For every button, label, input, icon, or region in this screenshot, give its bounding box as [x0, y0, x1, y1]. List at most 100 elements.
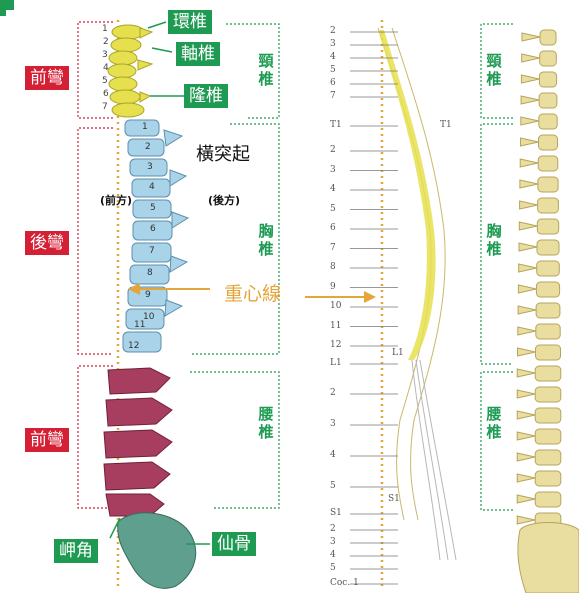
middle-s1-label: S1	[388, 494, 400, 504]
front-vertebra-process	[522, 33, 540, 41]
ruler-label: 11	[330, 321, 341, 331]
thoracic-number: 11	[134, 320, 145, 330]
front-vertebra	[535, 387, 561, 402]
region-label-thoracic-right: 胸椎	[485, 222, 503, 258]
front-vertebra	[539, 72, 556, 87]
front-vertebra-process	[518, 327, 536, 335]
curve-label-cervical: 前彎	[25, 66, 69, 90]
front-vertebra	[536, 282, 559, 297]
ruler-label: 8	[330, 262, 336, 272]
front-vertebra-process	[517, 369, 535, 377]
front-vertebra	[538, 177, 558, 192]
front-vertebra	[539, 135, 558, 150]
label-center-line: 重心線	[224, 279, 281, 306]
front-vertebra-process	[518, 285, 536, 293]
front-vertebra	[539, 93, 557, 108]
ruler-label: 5	[330, 65, 336, 75]
front-vertebra-process	[517, 390, 535, 398]
thoracic-number: 3	[147, 162, 153, 172]
ruler-label: Coc. 1	[330, 578, 359, 588]
middle-l1-label: L1	[392, 348, 404, 358]
ruler-label: T1	[330, 120, 342, 130]
front-vertebra	[535, 450, 561, 465]
front-sacrum	[518, 523, 579, 593]
front-vertebra-process	[519, 243, 537, 251]
front-vertebra	[535, 492, 561, 507]
front-vertebra	[535, 366, 561, 381]
cervical-number: 7	[102, 102, 108, 112]
front-vertebra-process	[520, 180, 538, 188]
front-vertebra-process	[520, 159, 538, 167]
region-label-lumbar-right: 腰椎	[485, 405, 503, 441]
front-vertebra-process	[521, 96, 539, 104]
ruler-label: 3	[330, 419, 336, 429]
front-vertebra	[538, 198, 559, 213]
ruler-label: 3	[330, 39, 336, 49]
ruler-label: 9	[330, 282, 336, 292]
front-vertebra-process	[518, 306, 536, 314]
cervical-number: 2	[103, 37, 109, 47]
ruler-label: 7	[330, 91, 336, 101]
thoracic-number: 2	[145, 142, 151, 152]
label-promontory: 岬角	[54, 539, 98, 563]
thoracic-number: 8	[147, 268, 153, 278]
right-spine-front-view	[517, 30, 579, 593]
front-vertebra-process	[517, 432, 535, 440]
ruler-label: 4	[330, 184, 336, 194]
thoracic-number: 12	[128, 341, 139, 351]
front-vertebra	[535, 429, 561, 444]
region-label-lumbar-left: 腰椎	[257, 405, 275, 441]
front-vertebra	[540, 51, 557, 66]
ruler-label: 7	[330, 243, 336, 253]
region-label-cervical-left: 頸椎	[257, 52, 275, 88]
ruler-label: L1	[330, 358, 342, 368]
lumbar-vertebrae	[104, 368, 172, 516]
ruler-label: 4	[330, 52, 336, 62]
thoracic-number: 9	[145, 290, 151, 300]
middle-t1-right-label: T1	[440, 120, 452, 130]
front-vertebra-process	[520, 201, 538, 209]
front-vertebra-process	[518, 348, 536, 356]
cervical-number: 3	[102, 50, 108, 60]
middle-nerve-tail	[412, 360, 456, 560]
thoracic-vertebrae	[123, 120, 188, 352]
front-vertebra-process	[517, 516, 535, 524]
ruler-label: 2	[330, 524, 336, 534]
ruler-label: 3	[330, 165, 336, 175]
front-vertebra	[537, 261, 560, 276]
label-axis: 軸椎	[176, 42, 220, 66]
ruler-label: 6	[330, 78, 336, 88]
front-vertebra-process	[517, 495, 535, 503]
label-sacrum: 仙骨	[212, 532, 256, 556]
thoracic-number: 7	[149, 246, 155, 256]
ruler-label: 2	[330, 388, 336, 398]
front-vertebra	[540, 30, 556, 45]
thoracic-number: 4	[149, 182, 155, 192]
label-transverse-process: 橫突起	[196, 140, 250, 166]
front-vertebra	[537, 219, 558, 234]
region-label-cervical-right: 頸椎	[485, 52, 503, 88]
front-vertebra-process	[519, 264, 537, 272]
thoracic-number: 1	[142, 122, 148, 132]
label-back: (後方)	[208, 192, 240, 208]
ruler-label: 5	[330, 204, 336, 214]
front-vertebra	[535, 408, 561, 423]
front-vertebra	[536, 324, 560, 339]
thoracic-number: 5	[150, 203, 156, 213]
label-front: (前方)	[100, 192, 132, 208]
cervical-vertebrae	[108, 25, 152, 117]
label-atlas: 環椎	[168, 10, 212, 34]
front-vertebra	[535, 471, 561, 486]
front-vertebra-process	[521, 117, 539, 125]
ruler-label: 10	[330, 301, 341, 311]
label-vertebra-prominens: 隆椎	[184, 84, 228, 108]
middle-cord	[378, 30, 436, 360]
cervical-number: 5	[102, 76, 108, 86]
front-vertebra	[536, 345, 561, 360]
front-vertebra	[539, 114, 557, 129]
cervical-number: 6	[103, 89, 109, 99]
ruler-label: 12	[330, 340, 341, 350]
ruler-label: 2	[330, 26, 336, 36]
front-vertebra-process	[522, 54, 540, 62]
